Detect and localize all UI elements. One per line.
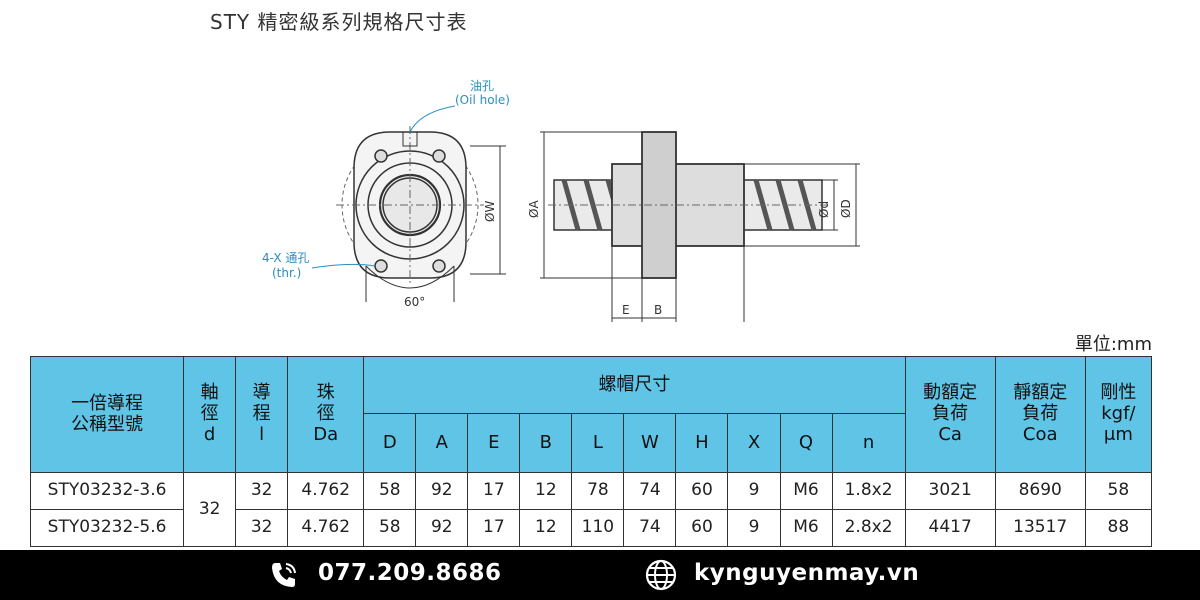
header-static-load: 靜額定 負荷 Coa: [994, 356, 1086, 473]
globe-icon: [645, 559, 677, 591]
cell-X: 9: [727, 509, 781, 547]
table-row: STY03232-3.6 32 32 4.762 58 92 17 12 78 …: [29, 472, 1153, 547]
header-col-n: n: [831, 413, 906, 473]
dim-b-label: B: [654, 303, 662, 317]
oil-hole-label-en: (Oil hole): [455, 93, 510, 107]
ball-screw-drawing: 油孔 (Oil hole) 4-X 通孔 (thr.) 60° ØW ØA Ød…: [262, 79, 860, 322]
thru-hole-leader: [311, 263, 376, 269]
dim-w-label: ØW: [483, 201, 497, 222]
dim-a-label: ØA: [527, 200, 541, 218]
cell-Coa: 13517: [994, 509, 1086, 547]
cell-model: STY03232-3.6: [29, 472, 185, 510]
header-col-B: B: [519, 413, 573, 473]
header-col-A: A: [415, 413, 469, 473]
cell-Ca: 4417: [904, 509, 996, 547]
cell-ball: 4.762: [287, 509, 365, 547]
cell-H: 60: [675, 472, 729, 510]
header-rigidity: 剛性 kgf/ μm: [1084, 356, 1153, 473]
contact-footer: 077.209.8686 kynguyenmay.vn: [0, 550, 1200, 600]
cell-W: 74: [623, 509, 677, 547]
cell-Ca: 3021: [904, 472, 996, 510]
dim-d-large-label: ØD: [839, 199, 853, 218]
header-col-X: X: [727, 413, 781, 473]
header-col-L: L: [571, 413, 625, 473]
oil-hole-label-cn: 油孔: [470, 79, 494, 93]
cell-Coa: 8690: [994, 472, 1086, 510]
header-col-H: H: [675, 413, 729, 473]
cell-Q: M6: [779, 472, 833, 510]
header-lead: 導 程 l: [235, 356, 289, 473]
cell-H: 60: [675, 509, 729, 547]
thru-hole-label-en: (thr.): [272, 266, 301, 280]
cell-E: 17: [467, 509, 521, 547]
header-dynamic-load: 動額定 負荷 Ca: [904, 356, 996, 473]
page-title: STY 精密級系列規格尺寸表: [210, 10, 468, 34]
cell-shaft: 32: [183, 472, 237, 547]
cell-rigidity: 88: [1084, 509, 1153, 547]
cell-rigidity: 58: [1084, 472, 1153, 510]
oil-hole-leader: [409, 105, 456, 133]
dim-d-small-label: Ød: [817, 201, 831, 218]
phone-icon: [272, 563, 296, 587]
phone-number[interactable]: 077.209.8686: [318, 560, 502, 586]
cell-B: 12: [519, 472, 573, 510]
header-col-W: W: [623, 413, 677, 473]
header-col-D: D: [363, 413, 417, 473]
header-col-Q: Q: [779, 413, 833, 473]
nut-front-view: [336, 126, 506, 302]
unit-label: 單位:mm: [1074, 334, 1152, 355]
spec-table: 一倍導程 公稱型號 軸 徑 d 導 程 l 珠 徑 Da 螺帽尺寸 動額定 負荷…: [29, 356, 1153, 547]
header-ball-diameter: 珠 徑 Da: [287, 356, 365, 473]
cell-A: 92: [415, 509, 469, 547]
cell-ball: 4.762: [287, 472, 365, 510]
cell-lead: 32: [235, 472, 289, 510]
cell-lead: 32: [235, 509, 289, 547]
cell-L: 78: [571, 472, 625, 510]
header-nut-dimensions: 螺帽尺寸: [363, 356, 906, 414]
cell-L: 110: [571, 509, 625, 547]
cell-n: 1.8x2: [831, 472, 906, 510]
header-model: 一倍導程 公稱型號: [29, 356, 185, 473]
header-col-E: E: [467, 413, 521, 473]
cell-E: 17: [467, 472, 521, 510]
cell-X: 9: [727, 472, 781, 510]
cell-D: 58: [363, 509, 417, 547]
website-link[interactable]: kynguyenmay.vn: [694, 560, 920, 586]
dim-e-label: E: [622, 303, 630, 317]
header-shaft-diameter: 軸 徑 d: [183, 356, 237, 473]
cell-B: 12: [519, 509, 573, 547]
cell-Q: M6: [779, 509, 833, 547]
nut-side-view: [540, 131, 860, 322]
cell-A: 92: [415, 472, 469, 510]
cell-model: STY03232-5.6: [29, 509, 185, 547]
cell-D: 58: [363, 472, 417, 510]
cell-W: 74: [623, 472, 677, 510]
cell-n: 2.8x2: [831, 509, 906, 547]
angle-label: 60°: [404, 295, 425, 309]
table-row: STY03232-5.6 32 4.762 58 92 17 12 110 74…: [29, 509, 1153, 547]
thru-hole-label-cn: 4-X 通孔: [262, 251, 309, 265]
